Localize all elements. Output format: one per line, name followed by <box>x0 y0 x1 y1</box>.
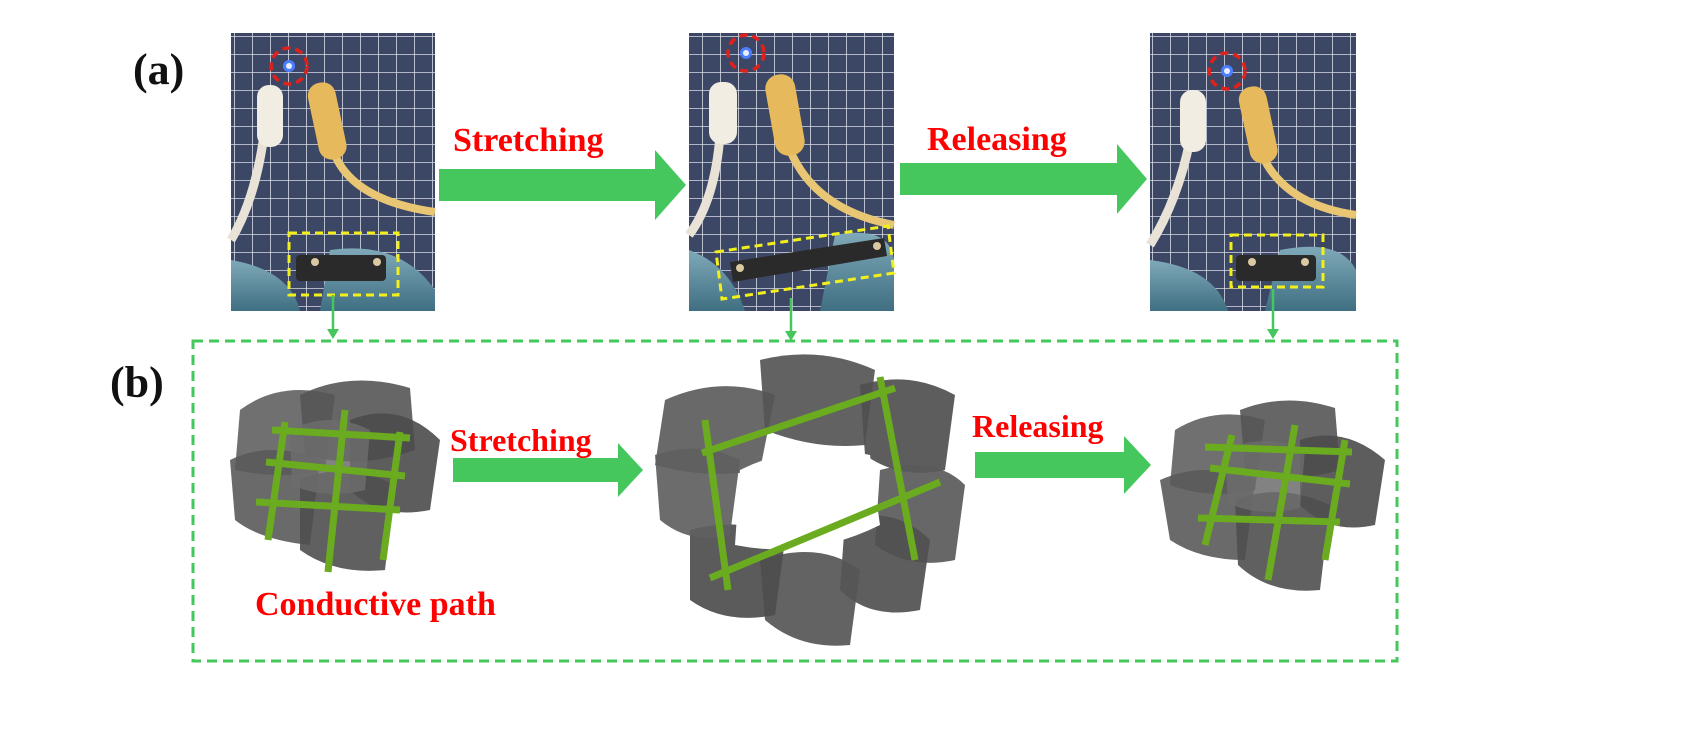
photo-stretched <box>685 33 896 311</box>
arrow-b-stretching <box>453 443 643 497</box>
led-highlight-circle <box>269 46 309 86</box>
led-highlight-circle <box>726 33 766 73</box>
panel-a-label: (a) <box>133 45 184 94</box>
arrow-b-releasing-label: Releasing <box>972 408 1104 444</box>
panel-b-label: (b) <box>110 358 164 407</box>
arrow-a-releasing-label: Releasing <box>927 121 1067 158</box>
led-highlight-circle <box>1207 51 1247 91</box>
network-model-compact <box>230 380 440 573</box>
conductive-path-caption: Conductive path <box>255 586 496 623</box>
arrow-a-stretching <box>439 150 686 220</box>
arrow-b-releasing <box>975 436 1151 494</box>
photo-released <box>1146 33 1357 311</box>
arrow-b-stretching-label: Stretching <box>450 422 592 458</box>
link-arrows <box>327 289 1279 341</box>
sample-highlight-box <box>1229 233 1325 289</box>
panel-b-frame <box>191 339 1399 663</box>
network-model-stretched <box>655 354 965 646</box>
network-model-released <box>1160 400 1385 591</box>
arrow-a-stretching-label: Stretching <box>453 122 603 159</box>
sample-highlight-box <box>287 231 400 297</box>
arrow-a-releasing <box>900 144 1147 214</box>
sample-highlight-box <box>714 224 896 301</box>
photo-original <box>227 33 436 311</box>
